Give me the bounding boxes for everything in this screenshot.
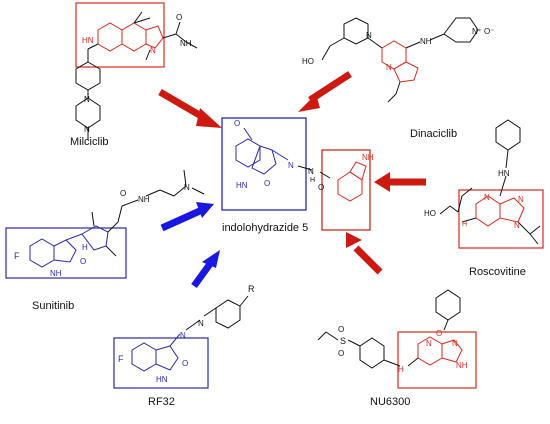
dinaciclib-atom-n3: N — [386, 63, 392, 72]
milciclib-atom-n3: N — [84, 95, 90, 104]
arrow-nu6300-head — [346, 232, 362, 248]
sunitinib-atom-o2: O — [120, 189, 126, 198]
roscovitine-atom-ho: HO — [424, 209, 436, 218]
arrow-sunitinib-to-center — [160, 206, 204, 232]
dinaciclib-label: Dinaciclib — [410, 128, 458, 140]
nu6300-highlight-box — [397, 331, 477, 389]
arrow-dinaciclib-to-center — [308, 71, 352, 103]
milciclib-atom-n1: HN — [82, 36, 94, 45]
center-atom-o1: O — [234, 119, 240, 128]
dinaciclib-atom-nh: NH — [420, 37, 432, 46]
sunitinib-structure — [5, 169, 205, 279]
roscovitine-highlight-box — [458, 189, 544, 249]
nu6300-label: NU6300 — [370, 396, 411, 408]
dinaciclib-atom-ho: HO — [302, 57, 314, 66]
nu6300-atom-o: O — [436, 329, 442, 338]
arrow-milciclib-head — [196, 108, 222, 128]
nu6300-atom-o1: O — [338, 325, 344, 334]
roscovitine-atom-hn: HN — [498, 169, 510, 178]
milciclib-atom-nh: NH — [180, 39, 192, 48]
arrow-rf32-to-center — [191, 261, 213, 289]
sunitinib-atom-f: F — [14, 251, 20, 261]
rf32-atom-hn: HN — [156, 375, 168, 384]
center-compound-label: indolohydrazide 5 — [222, 222, 309, 234]
center-red-box — [321, 149, 371, 231]
rf32-atom-r: R — [248, 284, 255, 294]
arrow-roscovitine-head — [374, 172, 390, 192]
dinaciclib-atom-n1: N — [366, 31, 372, 40]
sunitinib-label: Sunitinib — [32, 300, 75, 312]
roscovitine-structure — [439, 119, 544, 249]
rf32-structure — [113, 295, 249, 389]
sunitinib-highlight-box — [5, 227, 127, 279]
dinaciclib-atom-n2: N⁺ — [472, 27, 482, 36]
center-blue-box — [221, 117, 307, 211]
dinaciclib-structure — [321, 17, 479, 103]
roscovitine-atom-h: H — [462, 221, 467, 228]
rf32-atom-f: F — [118, 354, 124, 364]
center-atom-hn: HN — [236, 181, 248, 190]
sunitinib-atom-nh2: NH — [138, 195, 150, 204]
center-atom-o2: O — [264, 179, 270, 188]
sunitinib-atom-nh: NH — [50, 269, 62, 278]
sunitinib-atom-o: O — [80, 257, 86, 266]
nu6300-atom-o2: O — [338, 349, 344, 358]
nu6300-structure — [317, 289, 477, 389]
rf32-atom-n2: N — [198, 319, 204, 328]
nu6300-atom-s: S — [340, 336, 346, 346]
nu6300-atom-nh: NH — [456, 361, 468, 370]
nu6300-atom-n2: N — [452, 339, 458, 348]
center-atom-n1: N — [288, 161, 294, 170]
roscovitine-label: Roscovitine — [469, 266, 526, 278]
center-compound-structure — [221, 117, 371, 231]
milciclib-atom-n4: N — [84, 125, 90, 134]
roscovitine-atom-n2: N — [518, 195, 524, 204]
arrow-nu6300-to-center — [353, 245, 383, 275]
rf32-atom-n: N — [180, 331, 186, 340]
rf32-atom-o: O — [182, 359, 188, 368]
sunitinib-atom-n: N — [184, 183, 190, 192]
center-atom-nh: NH — [362, 153, 374, 162]
milciclib-atom-n2: N — [150, 46, 156, 55]
milciclib-structure — [75, 2, 198, 140]
rf32-label: RF32 — [148, 396, 175, 408]
center-atom-n2: N — [308, 167, 314, 176]
arrow-rf32-head — [202, 250, 220, 268]
nu6300-atom-n1: N — [426, 339, 432, 348]
center-atom-h: H — [310, 177, 315, 184]
nu6300-atom-hn: H — [398, 365, 404, 374]
sunitinib-atom-hn: H — [82, 243, 88, 252]
arrow-sunitinib-head — [196, 202, 214, 218]
milciclib-label: Milciclib — [70, 136, 109, 148]
milciclib-highlight-box — [75, 2, 165, 68]
roscovitine-atom-n3: N — [514, 221, 520, 230]
arrow-dinaciclib-head — [298, 94, 320, 112]
milciclib-atom-o: O — [176, 13, 182, 22]
center-atom-o3: O — [318, 183, 324, 192]
rf32-highlight-box — [113, 337, 209, 389]
dinaciclib-atom-o: O⁻ — [484, 27, 494, 36]
roscovitine-atom-n1: N — [484, 193, 490, 202]
